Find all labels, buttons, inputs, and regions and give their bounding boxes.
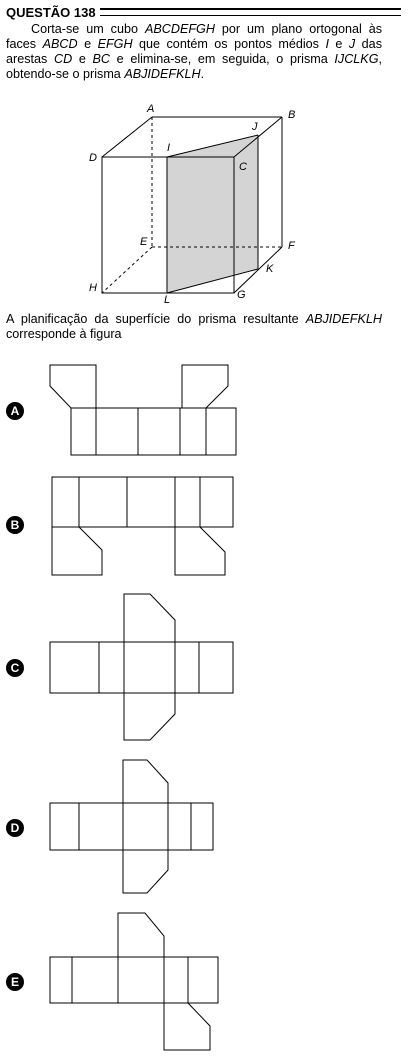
option-d-badge[interactable]: D [6,819,24,837]
vertex-label-k: K [266,263,274,275]
vertex-label-c: C [239,161,247,173]
cube-edge [101,116,153,158]
removed-prism-face [167,135,258,293]
question-header: QUESTÃO 138 [6,4,401,20]
question-prompt: A planificação da superfície do prisma r… [6,312,382,342]
option-e-badge[interactable]: E [6,973,24,991]
option-b-badge[interactable]: B [6,516,24,534]
vertex-label-g: G [237,289,246,301]
cube-edge [233,246,283,294]
prompt-paragraph: A planificação da superfície do prisma r… [6,312,382,341]
vertex-label-a: A [146,103,154,115]
cube-figure: A B J I C D E F K H L G [89,103,296,306]
vertex-label-f: F [288,240,296,252]
vertex-label-l: L [164,294,170,306]
vertex-label-b: B [288,109,295,121]
question-title: QUESTÃO 138 [6,4,96,20]
vertex-label-j: J [251,121,258,133]
cut-edge [166,134,259,158]
option-a-badge[interactable]: A [6,402,24,420]
vertex-label-i: I [167,142,170,154]
vertex-label-h: H [89,282,97,294]
hidden-edge [101,246,153,294]
vertex-label-e: E [140,236,148,248]
vertex-label-d: D [89,152,97,164]
question-statement: Corta-se um cubo ABCDEFGH por um plano o… [6,22,382,82]
option-c-badge[interactable]: C [6,659,24,677]
header-rule [99,8,401,16]
cut-edge [166,268,259,294]
statement-paragraph: Corta-se um cubo ABCDEFGH por um plano o… [6,22,383,81]
